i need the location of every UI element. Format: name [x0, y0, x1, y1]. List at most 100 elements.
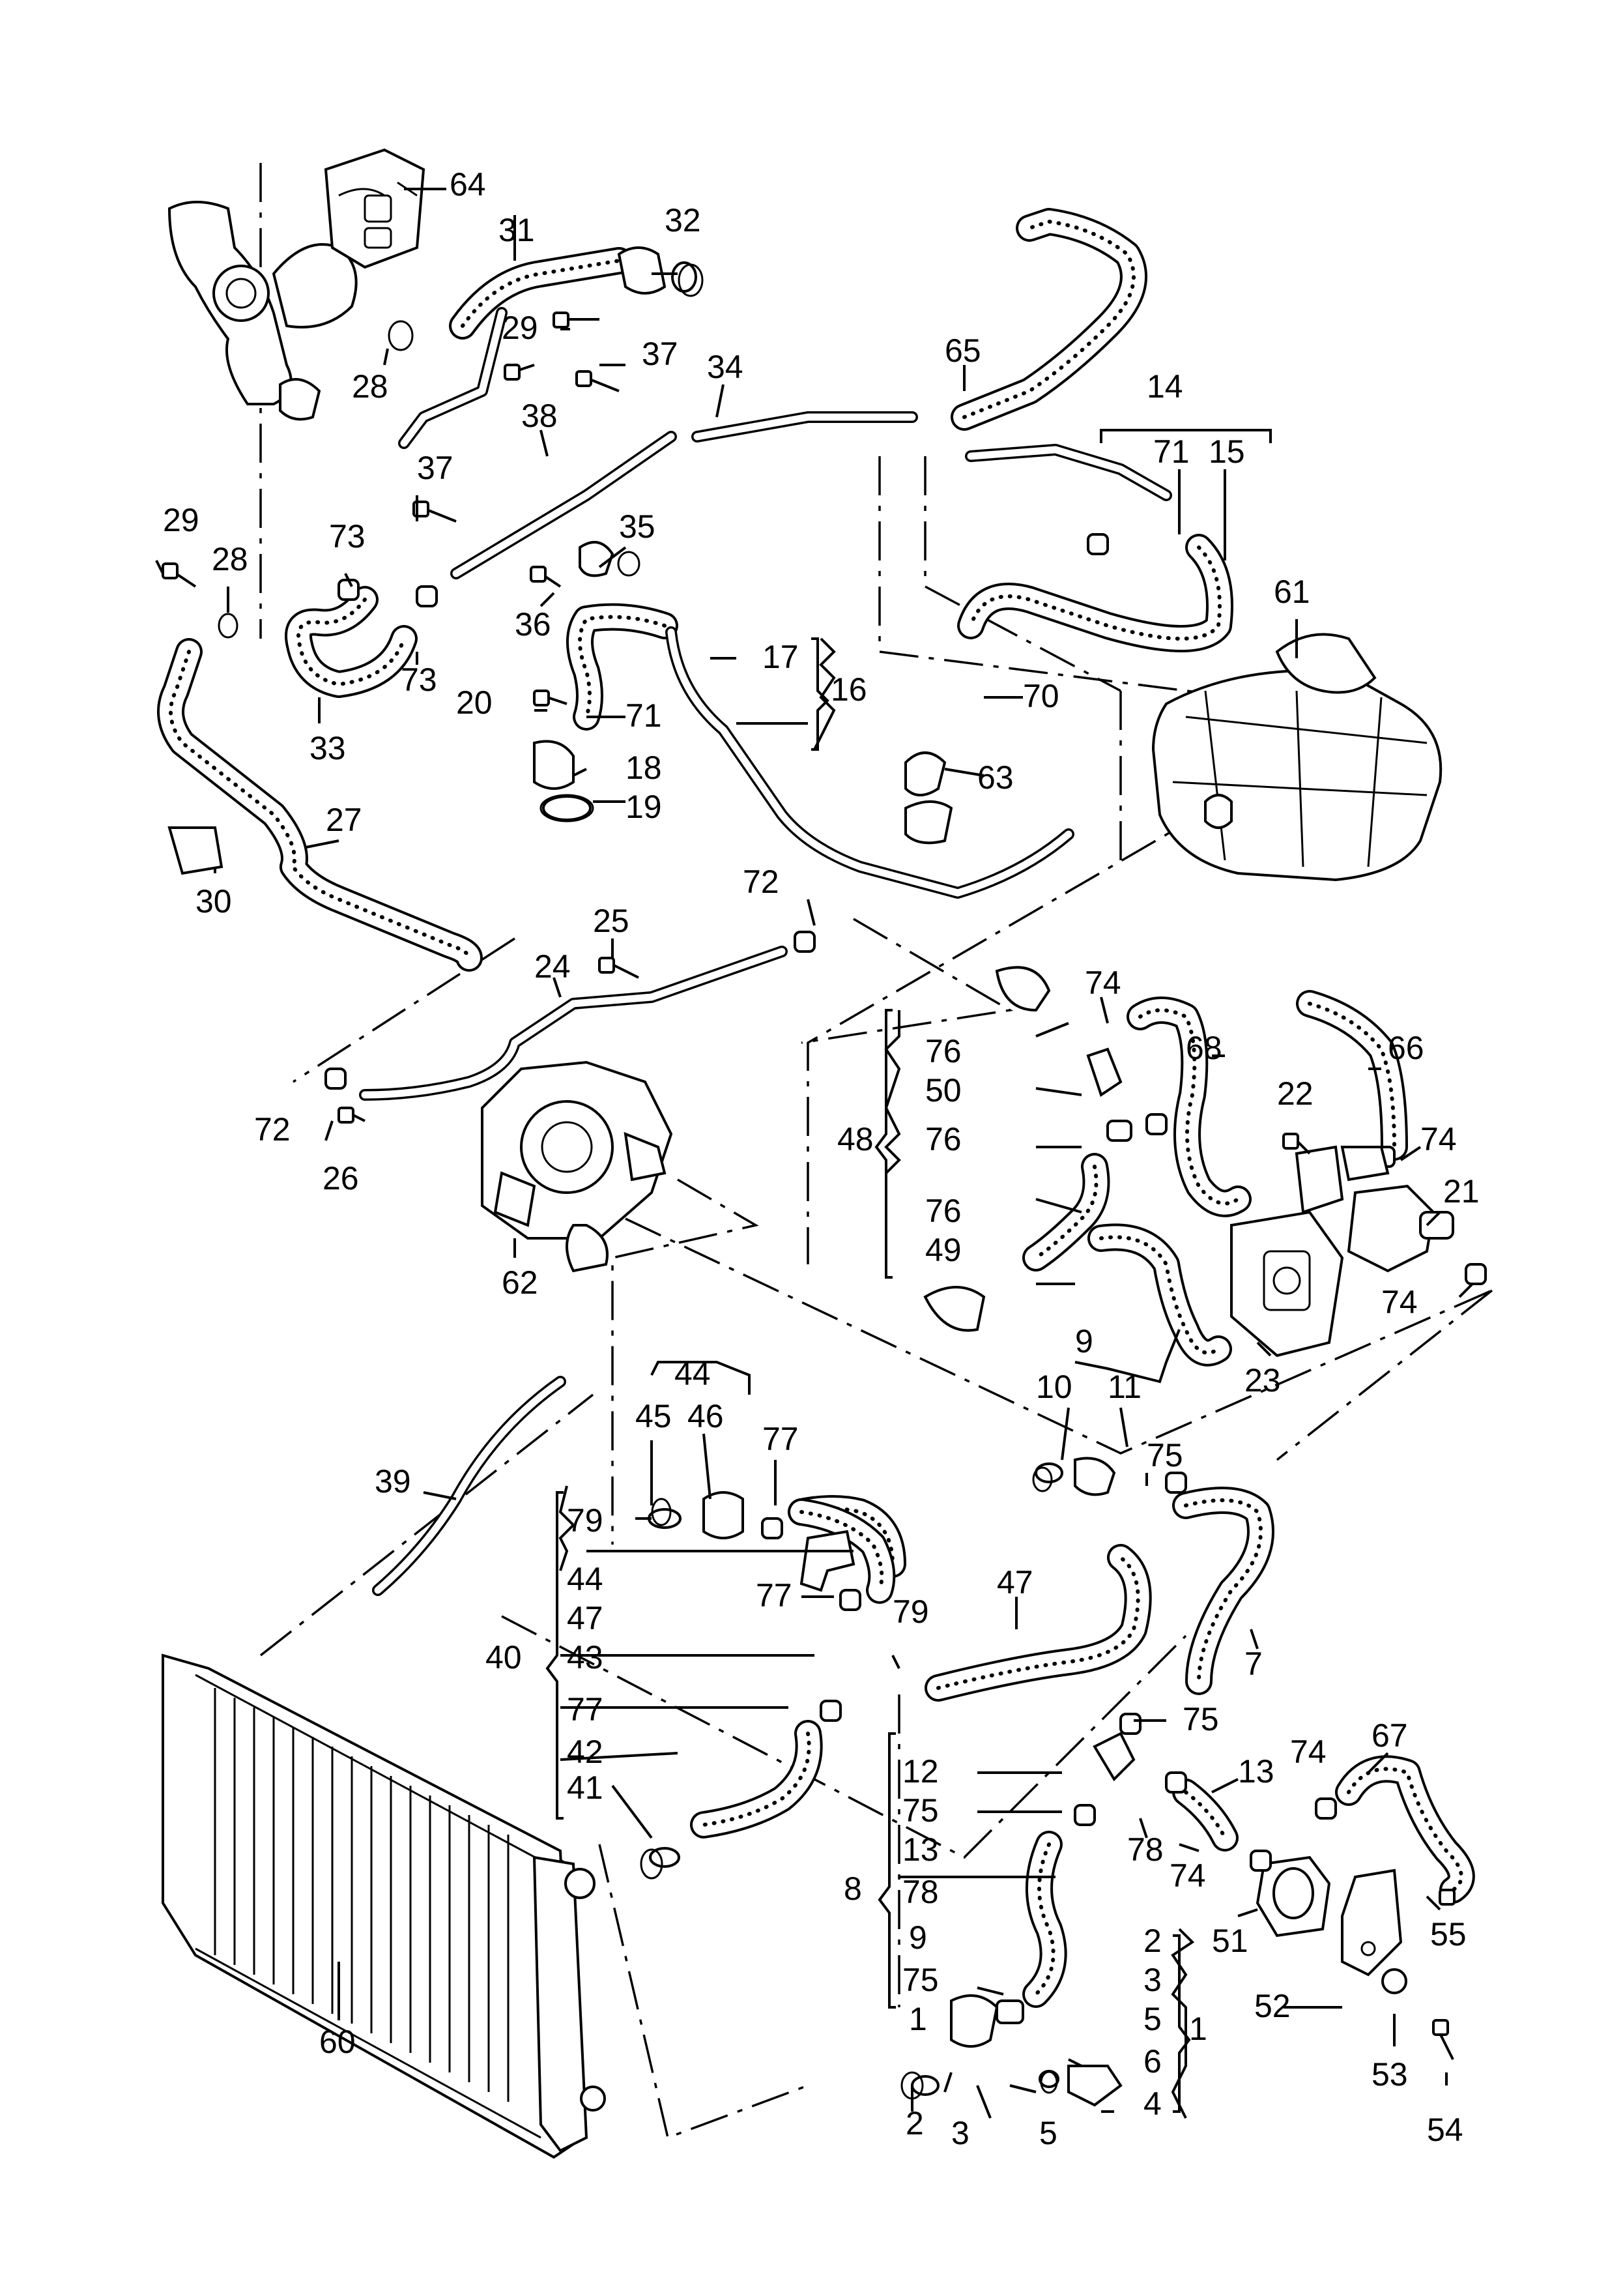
callout-77: 77: [756, 1577, 792, 1614]
pipe-14: [965, 444, 1172, 501]
callout-30: 30: [195, 883, 232, 920]
hose-47b: [925, 1544, 1152, 1702]
leader-lines: [155, 188, 1474, 2119]
callout-42: 42: [567, 1734, 603, 1770]
callout-1: 1: [909, 2001, 927, 2037]
callout-67: 67: [1372, 1717, 1408, 1754]
callout-79: 79: [893, 1593, 929, 1630]
callout-24: 24: [534, 948, 571, 985]
callout-8: 8: [844, 1870, 862, 1907]
pipe-34: [691, 411, 918, 443]
callout-74: 74: [1170, 1857, 1206, 1894]
callout-3: 3: [951, 2115, 969, 2151]
callout-78: 78: [1127, 1831, 1164, 1868]
hose-42: [690, 1720, 823, 1838]
callout-32: 32: [665, 202, 701, 239]
callout-61: 61: [1274, 574, 1310, 610]
callout-18: 18: [625, 749, 662, 786]
callout-20: 20: [456, 684, 493, 721]
hose-33: [285, 586, 418, 698]
callout-49: 49: [925, 1232, 962, 1268]
turbocharger: [167, 148, 425, 421]
callout-66: 66: [1388, 1030, 1424, 1066]
callout-9: 9: [909, 1919, 927, 1956]
callout-36: 36: [515, 606, 551, 643]
callout-63: 63: [977, 759, 1014, 796]
callout-2: 2: [1143, 1923, 1162, 1959]
callout-79: 79: [567, 1502, 603, 1539]
callout-60: 60: [319, 2024, 356, 2060]
callout-76: 76: [925, 1033, 962, 1069]
callout-77: 77: [762, 1421, 799, 1457]
callout-48: 48: [837, 1121, 874, 1157]
callout-37: 37: [642, 336, 678, 372]
callout-72: 72: [743, 864, 779, 900]
callout-4: 4: [1143, 2085, 1162, 2122]
callout-37: 37: [417, 450, 453, 486]
callout-74: 74: [1381, 1284, 1418, 1320]
callout-23: 23: [1244, 1362, 1281, 1399]
hose-68: [1127, 996, 1252, 1217]
callout-65: 65: [945, 332, 981, 369]
callout-75: 75: [1147, 1437, 1183, 1474]
hose-66: [1296, 990, 1408, 1161]
auxiliary-pump-21: [1347, 1184, 1454, 1273]
callout-73: 73: [401, 661, 437, 698]
callout-25: 25: [593, 903, 629, 939]
callout-19: 19: [625, 789, 662, 825]
callout-14: 14: [1147, 368, 1183, 405]
thermostat-housing: [481, 1060, 673, 1273]
callout-28: 28: [212, 541, 248, 577]
hose-13b: [1022, 1831, 1067, 2008]
callout-5: 5: [1143, 2001, 1162, 2037]
electric-pump-51: [1256, 1855, 1331, 1938]
callout-29: 29: [163, 502, 199, 538]
callout-39: 39: [375, 1463, 411, 1500]
pipe-16: [665, 626, 1074, 899]
callout-12: 12: [902, 1753, 939, 1790]
group-braces: [545, 637, 1191, 2113]
pipe-38: [398, 307, 677, 579]
callout-51: 51: [1212, 1923, 1248, 1959]
callout-75: 75: [902, 1792, 939, 1829]
pipe-39: [372, 1376, 566, 1596]
callout-77: 77: [567, 1691, 603, 1728]
callout-28: 28: [352, 368, 388, 405]
callout-76: 76: [925, 1121, 962, 1157]
hose-upper-right-9: [1172, 1487, 1274, 1695]
hose-15: [957, 534, 1233, 652]
radiator: [162, 1653, 606, 2159]
callout-11: 11: [1108, 1369, 1142, 1405]
hose-27: [157, 638, 483, 972]
callout-54: 54: [1427, 2112, 1463, 2148]
callout-44: 44: [674, 1356, 711, 1392]
callout-38: 38: [521, 398, 558, 434]
callout-34: 34: [707, 349, 743, 385]
callout-74: 74: [1085, 965, 1121, 1001]
coolant-connector-32: [617, 246, 697, 295]
callout-75: 75: [902, 1962, 939, 1998]
callout-46: 46: [687, 1398, 724, 1434]
coolant-expansion-tank: [1151, 633, 1443, 882]
callout-44: 44: [567, 1561, 603, 1597]
callout-78: 78: [902, 1874, 939, 1910]
hose-31: [449, 247, 633, 340]
callout-29: 29: [502, 310, 538, 346]
callout-1: 1: [1189, 2011, 1207, 2047]
callout-47: 47: [567, 1600, 603, 1636]
callout-6: 6: [1143, 2043, 1162, 2080]
hose-65: [951, 208, 1147, 431]
callout-64: 64: [450, 166, 486, 203]
pump-bracket-52: [1341, 1868, 1403, 1977]
callout-13: 13: [902, 1831, 939, 1868]
callout-31: 31: [498, 212, 535, 248]
pump-bracket-23: [1230, 1145, 1344, 1358]
callout-33: 33: [309, 730, 346, 766]
callout-7: 7: [1244, 1646, 1263, 1682]
callout-26: 26: [323, 1160, 359, 1197]
callout-22: 22: [1277, 1075, 1314, 1112]
hose-13a: [1172, 1779, 1239, 1852]
callout-35: 35: [619, 508, 655, 545]
hose-67: [1335, 1755, 1475, 1904]
